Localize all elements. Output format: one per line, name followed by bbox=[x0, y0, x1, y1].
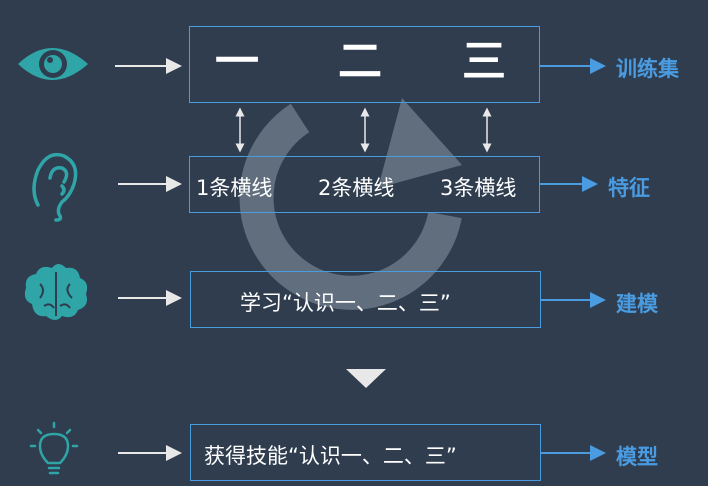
feature-one: 1条横线 bbox=[196, 176, 273, 200]
eye-icon bbox=[18, 48, 88, 80]
features-box bbox=[189, 156, 540, 213]
brain-icon bbox=[24, 264, 88, 320]
label-training-set: 训练集 bbox=[616, 57, 679, 81]
feature-two: 2条横线 bbox=[318, 176, 395, 200]
input-arrows bbox=[115, 58, 182, 461]
label-feature: 特征 bbox=[608, 176, 650, 200]
characters-box bbox=[189, 26, 540, 103]
output-arrows bbox=[540, 58, 606, 461]
cycle-arrow-graphic bbox=[239, 98, 462, 310]
skill-text: 获得技能“认识一、二、三” bbox=[204, 444, 457, 468]
char-two: 二 bbox=[338, 36, 382, 87]
ear-icon bbox=[32, 152, 78, 222]
modeling-box bbox=[190, 271, 541, 328]
char-three: 三 bbox=[462, 36, 506, 87]
down-triangle bbox=[346, 369, 386, 388]
char-one: 一 bbox=[215, 36, 259, 87]
label-model: 模型 bbox=[616, 445, 658, 469]
mapping-arrows bbox=[235, 107, 492, 153]
feature-three: 3条横线 bbox=[440, 176, 517, 200]
lightbulb-icon bbox=[29, 421, 79, 475]
modeling-text: 学习“认识一、二、三” bbox=[240, 291, 451, 315]
label-modeling: 建模 bbox=[616, 292, 658, 316]
skill-box bbox=[190, 424, 541, 481]
